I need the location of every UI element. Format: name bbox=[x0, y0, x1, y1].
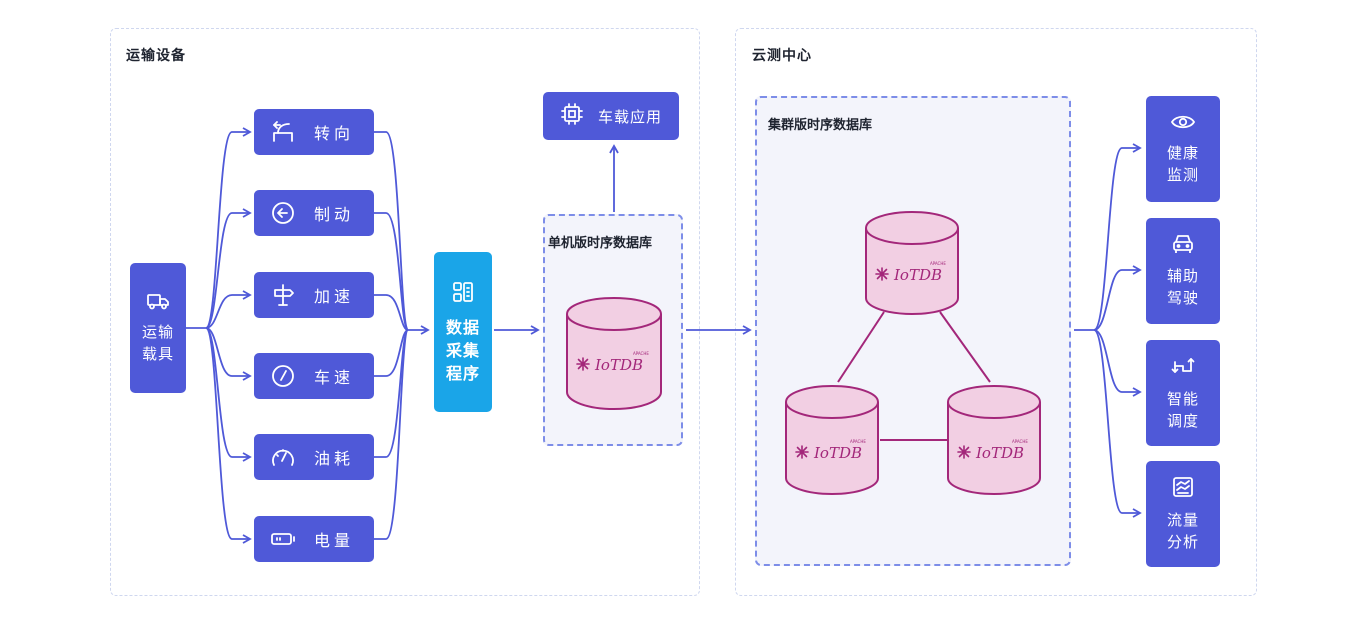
signal-fuel-label: 油耗 bbox=[314, 449, 355, 468]
wire-to-signal-5 bbox=[205, 327, 252, 462]
transport-vehicle-box[interactable]: 运输 载具 bbox=[130, 263, 186, 393]
app-smart-dispatch[interactable]: 智能 调度 bbox=[1146, 340, 1220, 446]
iotdb-logo-text: IoTDB bbox=[893, 266, 942, 284]
app-assisted-driving[interactable]: 辅助 驾驶 bbox=[1146, 218, 1220, 324]
signal-braking-label: 制动 bbox=[314, 205, 355, 224]
speed-gauge-icon bbox=[268, 361, 298, 391]
brake-arrow-icon bbox=[268, 198, 298, 228]
cluster-link-top-left bbox=[837, 311, 885, 383]
iotdb-logo-text: IoTDB bbox=[594, 356, 643, 374]
battery-icon bbox=[268, 524, 298, 554]
cluster-link-top-right bbox=[939, 311, 991, 383]
wire-to-signal-3 bbox=[205, 290, 252, 329]
app-traffic-label-1: 流量 bbox=[1166, 511, 1199, 529]
cluster-db-title: 集群版时序数据库 bbox=[768, 118, 873, 133]
standalone-db-cylinder: IoTDB APACHE bbox=[566, 297, 662, 410]
iotdb-apache-text: APACHE bbox=[850, 439, 866, 444]
collector-label-3: 程序 bbox=[445, 363, 480, 383]
signal-acceleration[interactable]: 加速 bbox=[254, 272, 374, 318]
signal-fuel[interactable]: 油耗 bbox=[254, 434, 374, 480]
signal-braking[interactable]: 制动 bbox=[254, 190, 374, 236]
iotdb-logo: IoTDB APACHE bbox=[576, 351, 649, 374]
signpost-icon bbox=[268, 280, 298, 310]
app-health-label-2: 监测 bbox=[1166, 166, 1199, 184]
wire-to-signal-1 bbox=[205, 127, 252, 329]
collector-label-2: 采集 bbox=[445, 340, 480, 360]
app-driving-label-2: 驾驶 bbox=[1166, 289, 1199, 307]
app-health-label-1: 健康 bbox=[1166, 144, 1199, 162]
signal-battery[interactable]: 电量 bbox=[254, 516, 374, 562]
cluster-db-cylinder-top: IoTDB APACHE bbox=[865, 211, 959, 315]
vehicle-app-box[interactable]: 车载应用 bbox=[543, 92, 679, 140]
wire-to-app-4 bbox=[1093, 329, 1142, 518]
speedometer-icon bbox=[268, 442, 298, 472]
wire-to-signal-4 bbox=[205, 327, 252, 381]
traffic-chart-icon bbox=[1171, 475, 1195, 503]
wire-to-signal-2 bbox=[205, 208, 252, 329]
cluster-db-cylinder-right: IoTDB APACHE bbox=[947, 385, 1041, 495]
app-dispatch-label-2: 调度 bbox=[1166, 412, 1199, 430]
signal-speed-label: 车速 bbox=[314, 368, 355, 387]
app-health-monitoring[interactable]: 健康 监测 bbox=[1146, 96, 1220, 202]
data-collector-box[interactable]: 数据 采集 程序 bbox=[434, 252, 492, 412]
iotdb-apache-text: APACHE bbox=[1012, 439, 1028, 444]
signal-battery-label: 电量 bbox=[314, 531, 355, 550]
truck-icon bbox=[146, 291, 170, 315]
eye-icon bbox=[1170, 112, 1196, 136]
iotdb-logo-text: IoTDB bbox=[813, 444, 862, 462]
iotdb-apache-text: APACHE bbox=[930, 261, 946, 266]
cloud-panel-title: 云测中心 bbox=[752, 48, 812, 64]
steering-turn-icon bbox=[268, 117, 298, 147]
signal-acceleration-label: 加速 bbox=[314, 287, 355, 306]
iotdb-logo-text: IoTDB bbox=[975, 444, 1024, 462]
signal-steering[interactable]: 转向 bbox=[254, 109, 374, 155]
vehicle-label-2: 载具 bbox=[141, 345, 174, 363]
standalone-db-title: 单机版时序数据库 bbox=[548, 236, 653, 251]
signal-steering-label: 转向 bbox=[314, 124, 355, 143]
wire-to-app-2 bbox=[1093, 265, 1142, 331]
app-driving-label-1: 辅助 bbox=[1166, 267, 1199, 285]
app-traffic-label-2: 分析 bbox=[1166, 533, 1199, 551]
iotdb-apache-text: APACHE bbox=[633, 351, 649, 356]
collector-label-1: 数据 bbox=[445, 317, 480, 337]
wire-to-signal-6 bbox=[205, 327, 252, 544]
device-panel-title: 运输设备 bbox=[126, 48, 186, 64]
cluster-db-cylinder-left: IoTDB APACHE bbox=[785, 385, 879, 495]
dispatch-arrows-icon bbox=[1171, 354, 1195, 382]
app-traffic-analysis[interactable]: 流量 分析 bbox=[1146, 461, 1220, 567]
wire-to-app-1 bbox=[1093, 143, 1142, 331]
chip-icon bbox=[560, 102, 584, 130]
vehicle-label-1: 运输 bbox=[141, 323, 174, 341]
data-collector-icon bbox=[451, 280, 475, 308]
signal-speed[interactable]: 车速 bbox=[254, 353, 374, 399]
wire-to-app-3 bbox=[1093, 329, 1142, 397]
vehicle-app-label: 车载应用 bbox=[597, 107, 662, 126]
app-dispatch-label-1: 智能 bbox=[1166, 390, 1199, 408]
car-icon bbox=[1171, 233, 1195, 259]
